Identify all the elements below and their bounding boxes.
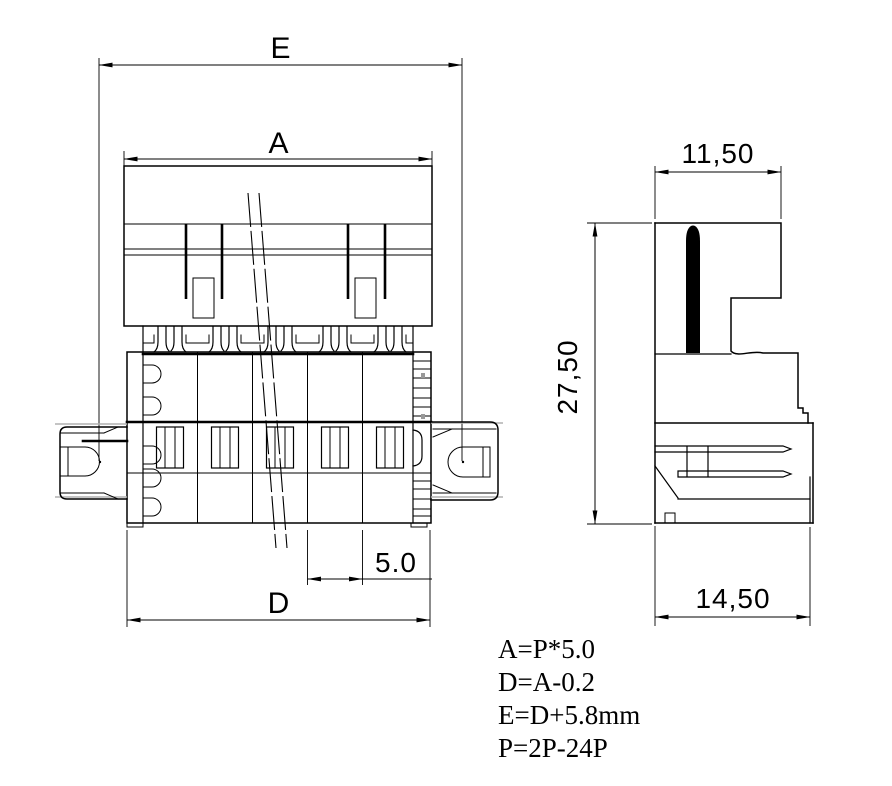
terminal-block xyxy=(81,351,433,528)
formula-block: A=P*5.0 D=A-0.2 E=D+5.8mm P=2P-24P xyxy=(498,634,640,763)
grid-lines xyxy=(197,351,363,524)
solder-pin xyxy=(686,225,700,353)
right-serrated-strip xyxy=(412,360,432,517)
hole-center-left xyxy=(98,460,102,464)
dim-d: D xyxy=(126,530,431,627)
pin-teeth-row xyxy=(142,325,414,353)
side-view: 11,50 27,50 xyxy=(552,138,814,626)
dim-a-label: A xyxy=(268,127,289,160)
plug-housing xyxy=(123,165,433,327)
foot-left xyxy=(126,522,144,528)
blade-upper xyxy=(654,445,793,453)
housing-outline xyxy=(123,165,433,327)
foot-right xyxy=(410,522,428,528)
latch-left xyxy=(184,224,224,319)
formula-line-2: D=A-0.2 xyxy=(498,667,595,697)
side-outline-lower xyxy=(654,422,814,524)
latch-right xyxy=(346,224,387,319)
dim-14-50-label: 14,50 xyxy=(695,583,770,614)
mount-hole-left xyxy=(59,446,102,477)
break-line xyxy=(247,192,288,549)
blade-lower xyxy=(677,470,793,478)
left-side-tabs xyxy=(142,364,162,517)
dim-a: A xyxy=(123,127,433,166)
dim-pitch: 5.0 xyxy=(307,530,432,585)
dim-27-50: 27,50 xyxy=(552,222,652,525)
housing-side-profile xyxy=(654,222,809,424)
side-outline-upper xyxy=(654,222,809,524)
mount-flange-left xyxy=(55,423,128,500)
dim-e-label: E xyxy=(270,32,291,65)
flange-right-outline xyxy=(430,421,499,501)
formula-line-1: A=P*5.0 xyxy=(498,634,595,664)
front-view: E A xyxy=(55,32,503,627)
flange-left-outline xyxy=(59,426,128,500)
dim-pitch-label: 5.0 xyxy=(375,547,417,578)
bottom-notch xyxy=(664,512,676,524)
mount-flange-right xyxy=(430,421,503,501)
contact-blades xyxy=(654,445,793,478)
dim-11-50: 11,50 xyxy=(654,138,782,219)
formula-line-3: E=D+5.8mm xyxy=(498,700,640,730)
dim-e: E xyxy=(98,32,463,461)
dim-11-50-label: 11,50 xyxy=(682,138,755,169)
formula-line-4: P=2P-24P xyxy=(498,733,608,763)
dim-d-label: D xyxy=(268,587,291,620)
retaining-clip xyxy=(412,429,423,467)
mount-hole-right xyxy=(447,446,491,478)
block-outline xyxy=(126,351,432,524)
dim-27-50-label: 27,50 xyxy=(552,339,583,414)
dim-14-50: 14,50 xyxy=(654,526,811,626)
hole-center-right xyxy=(461,460,465,464)
